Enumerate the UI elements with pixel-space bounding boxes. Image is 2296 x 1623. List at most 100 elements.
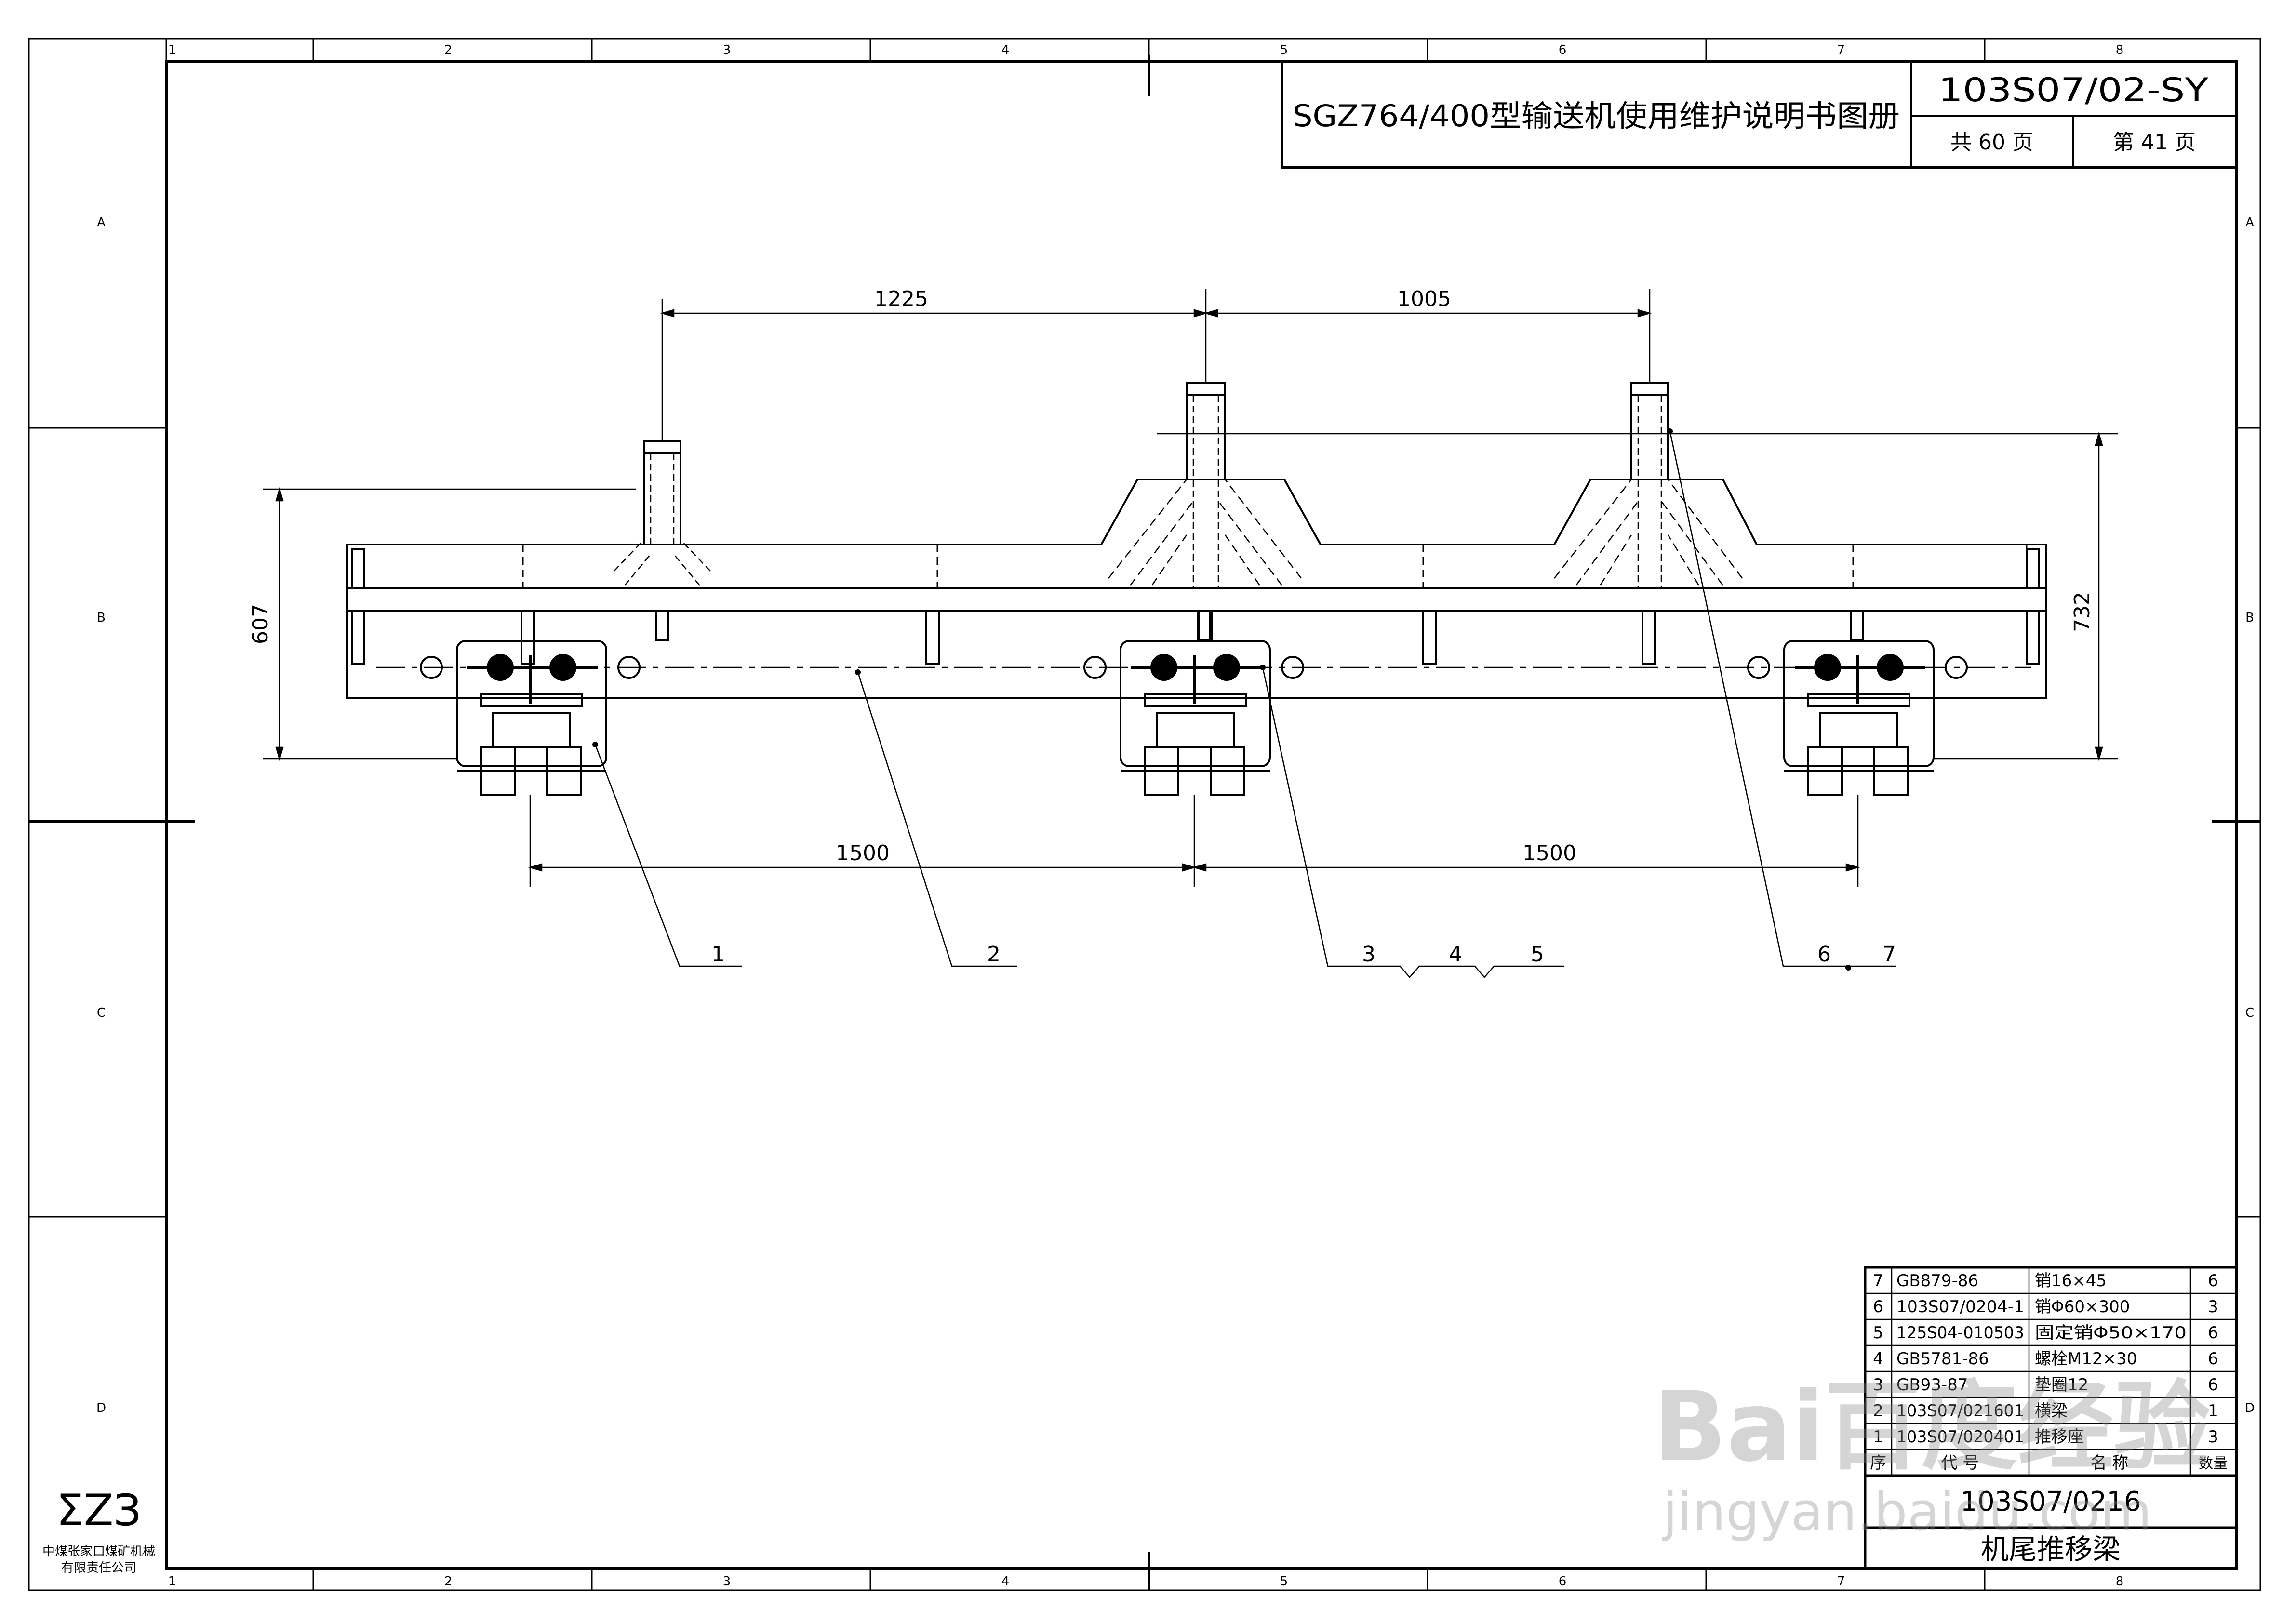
- grid-row-right-D: D: [2245, 1401, 2255, 1415]
- total-pages: 共 60 页: [1950, 130, 2033, 155]
- grid-col-top-8: 8: [2116, 43, 2124, 57]
- grid-row-left-B: B: [97, 611, 106, 625]
- callout-3: 3: [1362, 942, 1375, 967]
- part-7-code: GB879-86: [1896, 1271, 1978, 1290]
- dim-1500-right: 1500: [1522, 841, 1576, 865]
- assembly-name: 机尾推移梁: [1981, 1533, 2121, 1566]
- grid-row-left-C: C: [97, 1006, 106, 1020]
- company-name-line2: 有限责任公司: [61, 1561, 136, 1575]
- part-4-name: 螺栓M12×30: [2035, 1349, 2137, 1369]
- company-logo: ΣZЗ 中煤张家口煤矿机械 有限责任公司: [42, 1485, 155, 1575]
- part-5-qty: 6: [2208, 1323, 2218, 1343]
- part-2-qty: 1: [2208, 1401, 2218, 1421]
- grid-col-bottom-7: 7: [1837, 1574, 1845, 1589]
- grid-col-bottom-5: 5: [1280, 1574, 1288, 1589]
- dimension-lines: [263, 289, 2118, 887]
- grid-column-ticks: [29, 39, 2260, 1590]
- part-6-name: 销Φ60×300: [2035, 1297, 2130, 1317]
- grid-col-bottom-3: 3: [723, 1574, 731, 1589]
- watermark: Bai百度经验 jingyan.baidu.com: [1653, 1371, 2210, 1543]
- grid-col-top-2: 2: [444, 43, 453, 57]
- callout-7: 7: [1882, 942, 1896, 967]
- callout-6: 6: [1817, 942, 1831, 967]
- part-4-qty: 6: [2208, 1349, 2218, 1369]
- part-5-code: 125S04-010503: [1896, 1323, 2024, 1343]
- part-7-qty: 6: [2208, 1271, 2218, 1290]
- part-1-name: 推移座: [2035, 1427, 2084, 1447]
- title-block: SGZ764/400型输送机使用维护说明书图册 103S07/02-SY 共 6…: [1281, 60, 2238, 169]
- part-1-code: 103S07/020401: [1896, 1427, 2024, 1447]
- part-5-no: 5: [1873, 1323, 1883, 1343]
- dim-1225: 1225: [874, 287, 928, 311]
- table-header-no: 序: [1870, 1453, 1886, 1473]
- part-3-code: GB93-87: [1896, 1375, 1968, 1395]
- outer-border: [28, 38, 2261, 1591]
- part-6-no: 6: [1873, 1297, 1883, 1317]
- grid-row-right-A: A: [2245, 215, 2254, 230]
- drawing-code: 103S07/02-SY: [1938, 71, 2209, 109]
- pin-right: [1554, 382, 1743, 588]
- part-5-name: 固定销Φ50×170: [2035, 1323, 2187, 1343]
- part-2-code: 103S07/021601: [1896, 1401, 2024, 1421]
- grid-col-bottom-6: 6: [1559, 1574, 1567, 1589]
- dim-607: 607: [248, 604, 273, 644]
- grid-row-left-D: D: [96, 1401, 106, 1415]
- grid-col-top-5: 5: [1280, 43, 1288, 57]
- leader-lines: [594, 431, 1896, 978]
- push-seat-right: [1747, 640, 1968, 796]
- table-header-code: 代 号: [1941, 1453, 1979, 1473]
- table-header-name: 名 称: [2091, 1453, 2129, 1473]
- beam-assembly-drawing: [346, 382, 2047, 796]
- push-seat-left: [420, 640, 641, 796]
- part-4-code: GB5781-86: [1896, 1349, 1989, 1369]
- grid-col-top-7: 7: [1837, 43, 1845, 57]
- watermark-line1: Bai百度经验: [1653, 1371, 2210, 1483]
- part-7-name: 销16×45: [2035, 1271, 2107, 1290]
- grid-row-left-A: A: [97, 215, 106, 230]
- part-3-no: 3: [1873, 1375, 1883, 1395]
- beam-outline: [346, 479, 2047, 699]
- callout-1: 1: [711, 942, 725, 967]
- watermark-line2: jingyan.baidu.com: [1662, 1481, 2152, 1543]
- callout-5: 5: [1531, 942, 1544, 967]
- dim-1500-left: 1500: [836, 841, 890, 865]
- grid-col-bottom-2: 2: [444, 1574, 453, 1589]
- end-plate-right: [2026, 548, 2040, 589]
- callout-2: 2: [987, 942, 1001, 967]
- part-1-qty: 3: [2208, 1427, 2218, 1447]
- company-name-line1: 中煤张家口煤矿机械: [42, 1544, 155, 1559]
- grid-col-bottom-8: 8: [2116, 1574, 2124, 1589]
- dim-732: 732: [2070, 592, 2095, 632]
- grid-col-top-4: 4: [1001, 43, 1010, 57]
- part-6-qty: 3: [2208, 1297, 2218, 1317]
- parts-table: [1864, 1266, 2238, 1570]
- end-plate-left: [351, 548, 365, 589]
- part-2-name: 横梁: [2035, 1401, 2068, 1421]
- table-header-qty: 数量: [2199, 1455, 2228, 1472]
- grid-col-bottom-4: 4: [1001, 1574, 1010, 1589]
- end-plate-right-lower: [2026, 610, 2040, 665]
- part-6-code: 103S07/0204-1: [1896, 1297, 2024, 1317]
- grid-col-bottom-1: 1: [168, 1574, 176, 1589]
- grid-col-top-3: 3: [723, 43, 731, 57]
- page-number: 第 41 页: [2113, 130, 2196, 155]
- part-3-name: 垫圈12: [2035, 1375, 2088, 1395]
- part-2-no: 2: [1873, 1401, 1883, 1421]
- inner-frame: [165, 60, 2238, 1570]
- company-logo-text: ΣZЗ: [56, 1485, 141, 1536]
- dim-1005: 1005: [1397, 287, 1451, 311]
- pin-middle: [1108, 382, 1302, 641]
- assembly-code: 103S07/0216: [1960, 1486, 2141, 1517]
- document-title: SGZ764/400型输送机使用维护说明书图册: [1293, 98, 1900, 133]
- callout-4: 4: [1449, 942, 1462, 967]
- grid-row-right-B: B: [2245, 611, 2254, 625]
- push-seat-middle: [1083, 640, 1304, 796]
- part-7-no: 7: [1873, 1271, 1883, 1290]
- part-4-no: 4: [1873, 1349, 1883, 1369]
- part-3-qty: 6: [2208, 1375, 2218, 1395]
- grid-col-top-6: 6: [1559, 43, 1567, 57]
- part-1-no: 1: [1873, 1427, 1883, 1447]
- end-plate-left-lower: [351, 610, 365, 665]
- grid-row-right-C: C: [2245, 1006, 2254, 1020]
